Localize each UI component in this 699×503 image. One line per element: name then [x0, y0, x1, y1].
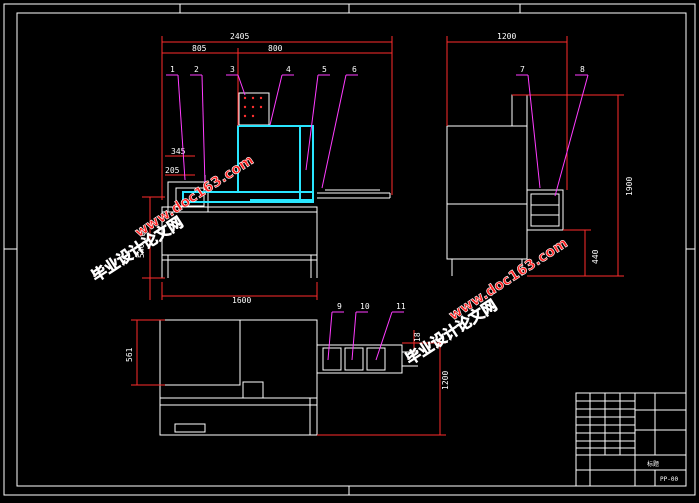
- title-block: [575, 392, 687, 487]
- dim-1200-side: 1200: [497, 32, 516, 41]
- side-view-callout-numbers: 7 8: [520, 65, 585, 74]
- plan-view-callout-numbers: 9 10 11: [337, 302, 406, 311]
- callout-10: 10: [360, 302, 370, 311]
- dim-partial-0: 0: [141, 229, 146, 238]
- drawing-number: PP-00: [660, 476, 678, 483]
- dim-18: 18: [413, 332, 422, 342]
- drawing-frame: [3, 3, 696, 496]
- callout-2: 2: [194, 65, 199, 74]
- side-view-dimension-lines: [446, 36, 624, 277]
- dim-561: 561: [125, 347, 134, 362]
- callout-9: 9: [337, 302, 342, 311]
- watermark-right: 毕业设计论文网 www.doc163.com: [402, 235, 571, 369]
- front-view-dimension-lines: [142, 36, 393, 300]
- callout-7: 7: [520, 65, 525, 74]
- side-view: [446, 94, 564, 276]
- side-view-callout-leaders: [516, 74, 589, 197]
- callout-8: 8: [580, 65, 585, 74]
- dim-440: 440: [591, 249, 600, 264]
- title-block-label: 标题: [647, 460, 659, 468]
- plan-view-callout-leaders: [327, 311, 404, 361]
- callout-4: 4: [286, 65, 291, 74]
- plan-view-dimension-lines: [131, 319, 446, 436]
- front-view-dimension-text: 2405 805 800 345 205 0 540 1600: [137, 32, 283, 305]
- front-view-callout-numbers: 1 2 3 4 5 6: [170, 65, 357, 74]
- dim-1200-plan: 1200: [441, 371, 450, 390]
- callout-11: 11: [396, 302, 406, 311]
- front-view-detail-marks: [243, 96, 263, 118]
- plan-view-dimension-text: 561 1200 18: [125, 332, 450, 390]
- front-view: [161, 92, 391, 278]
- dim-1600: 1600: [232, 296, 251, 305]
- dim-1900: 1900: [625, 177, 634, 196]
- dim-800: 800: [268, 44, 283, 53]
- plan-view: [159, 319, 418, 436]
- dim-540: 540: [137, 243, 146, 258]
- dim-345: 345: [171, 147, 186, 156]
- callout-1: 1: [170, 65, 175, 74]
- title-block-text: 标题 PP-00: [647, 460, 678, 483]
- callout-3: 3: [230, 65, 235, 74]
- front-view-highlighted-frame: [182, 125, 314, 203]
- dim-805: 805: [192, 44, 207, 53]
- dim-205: 205: [165, 166, 180, 175]
- callout-5: 5: [322, 65, 327, 74]
- callout-6: 6: [352, 65, 357, 74]
- side-view-dimension-text: 1200 1900 440: [497, 32, 634, 264]
- front-view-callout-leaders: [166, 74, 358, 189]
- watermark-right-line2: www.doc163.com: [446, 235, 571, 324]
- dim-2405: 2405: [230, 32, 249, 41]
